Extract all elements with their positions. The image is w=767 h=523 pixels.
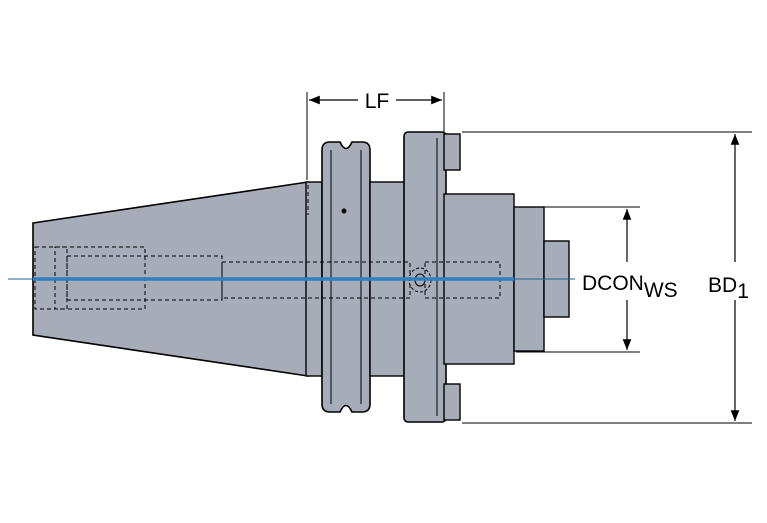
dcon-label: DCONWS [582, 272, 678, 302]
lf-dimension [306, 92, 445, 180]
bd-dimension [462, 131, 752, 424]
v-flange [321, 141, 371, 413]
drive-key-bottom [443, 383, 461, 421]
drive-key-top [443, 133, 461, 171]
orientation-dot [341, 208, 347, 214]
dcon-dimension [516, 206, 640, 353]
lf-label: LF [365, 90, 390, 113]
bd-label: BD1 [708, 274, 749, 303]
